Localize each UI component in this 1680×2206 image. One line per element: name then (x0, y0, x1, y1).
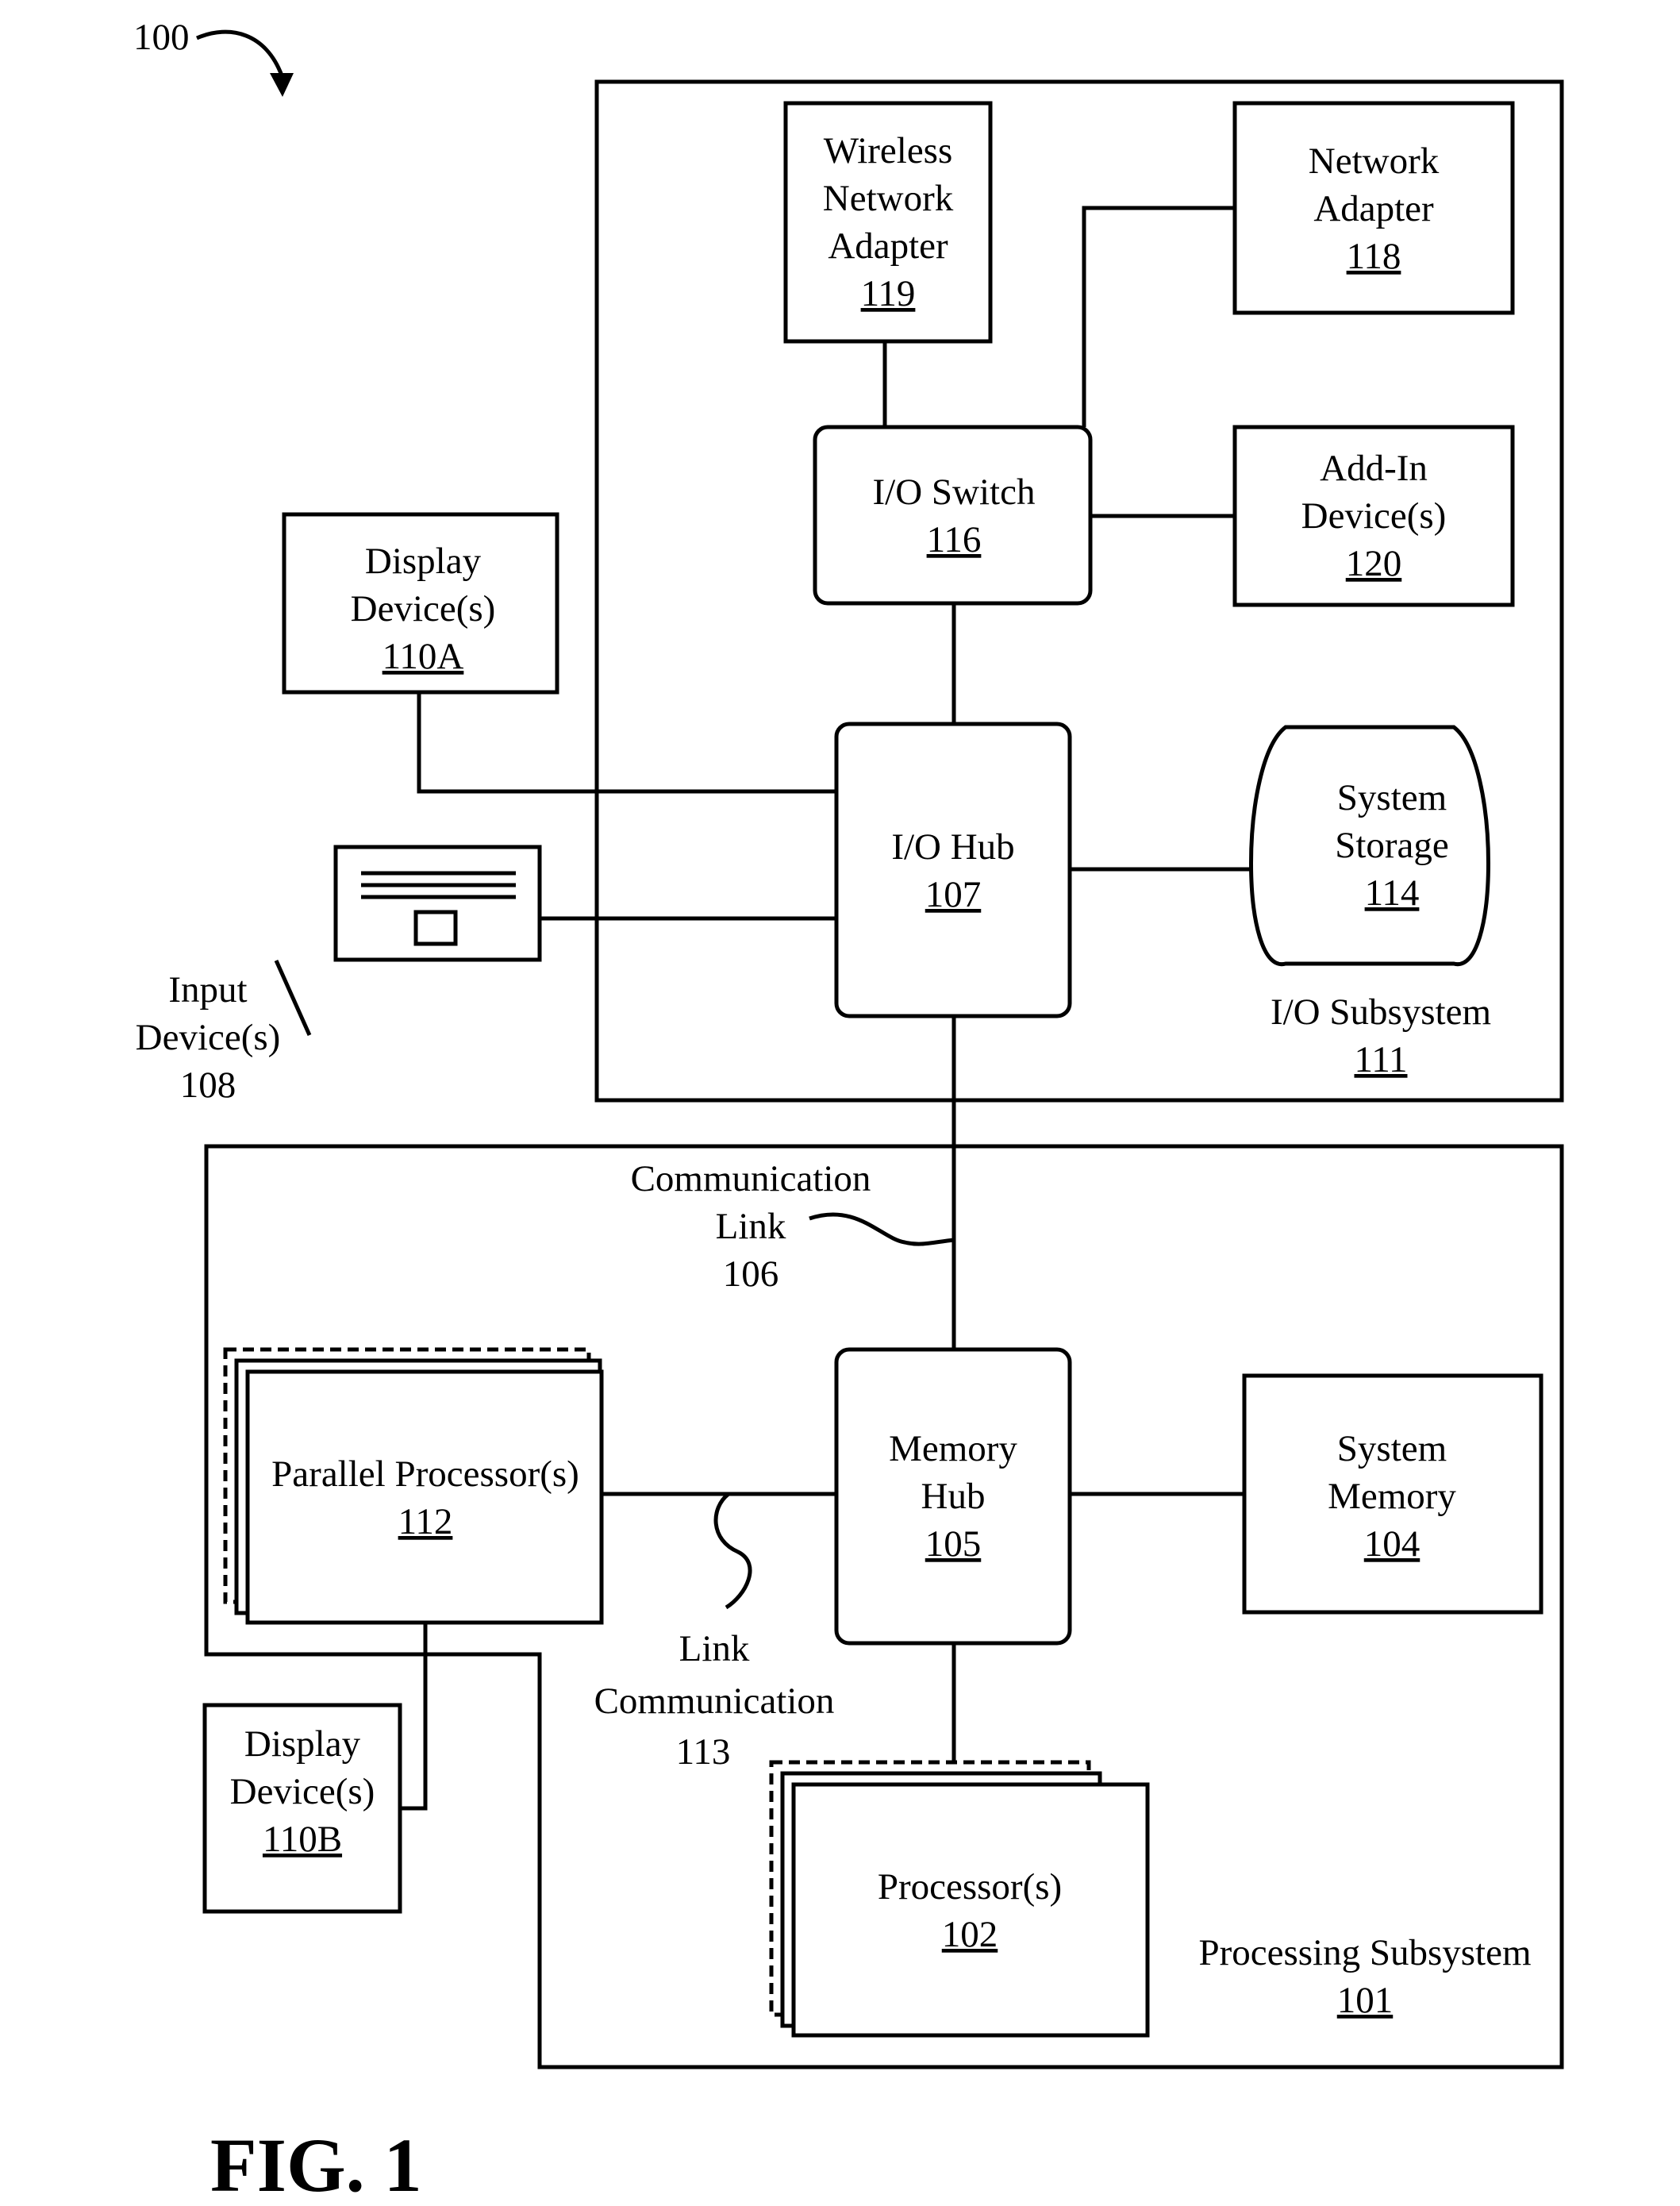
link-comm-ref: 113 (676, 1731, 731, 1773)
memory-hub: Memory Hub 105 (836, 1349, 1070, 1643)
input-device-icon (336, 847, 540, 960)
network-adapter: Network Adapter 118 (1235, 103, 1513, 313)
comm-link-line2: Link (716, 1206, 786, 1247)
input-devices-ref: 108 (180, 1065, 236, 1106)
link-comm-line1: Link (679, 1628, 750, 1669)
network-adapter-line1: Network (1309, 141, 1440, 182)
io-switch-ref: 116 (927, 519, 982, 560)
system-memory-ref: 104 (1364, 1523, 1421, 1565)
system-memory-line1: System (1337, 1428, 1447, 1469)
figure-label: FIG. 1 (210, 2123, 422, 2206)
system-storage: System Storage 114 (1251, 727, 1489, 964)
link-113-leader (716, 1494, 750, 1607)
figure-ref-arrow (197, 32, 294, 97)
parallel-to-display-b-line (402, 1622, 425, 1808)
network-adapter-ref: 118 (1347, 236, 1401, 277)
memory-hub-line1: Memory (889, 1428, 1017, 1469)
wireless-network-adapter: Wireless Network Adapter 119 (786, 103, 990, 341)
display-a-ref: 110A (383, 636, 464, 677)
system-storage-line2: Storage (1335, 825, 1449, 866)
io-hub: I/O Hub 107 (836, 724, 1070, 1016)
network-adapter-line2: Adapter (1313, 188, 1434, 229)
comm-link-line1: Communication (631, 1158, 871, 1199)
system-storage-line1: System (1337, 777, 1447, 818)
input-devices-line2: Device(s) (136, 1017, 281, 1058)
io-switch: I/O Switch 116 (815, 427, 1090, 603)
processing-subsystem-label: Processing Subsystem (1198, 1932, 1531, 1973)
system-storage-ref: 114 (1365, 872, 1420, 914)
wireless-adapter-line1: Wireless (824, 130, 953, 171)
display-device-a: Display Device(s) 110A (284, 514, 557, 692)
io-subsystem-label: I/O Subsystem (1271, 991, 1491, 1033)
comm-link-leader (809, 1215, 954, 1244)
display-device-b: Display Device(s) 110B (205, 1705, 400, 1911)
system-memory-line2: Memory (1328, 1476, 1456, 1517)
addin-devices: Add-In Device(s) 120 (1235, 427, 1513, 605)
processors-line1: Processor(s) (878, 1866, 1062, 1908)
display-b-ref: 110B (263, 1819, 342, 1860)
memory-hub-ref: 105 (925, 1523, 982, 1565)
parallel-processors-ref: 112 (398, 1501, 453, 1542)
memory-hub-line2: Hub (921, 1476, 986, 1517)
addin-devices-line2: Device(s) (1301, 495, 1447, 537)
input-devices-line1: Input (168, 969, 247, 1011)
io-hub-line1: I/O Hub (891, 826, 1014, 868)
figure-ref: 100 (133, 17, 190, 58)
comm-link-ref: 106 (723, 1253, 779, 1295)
display-a-line2: Device(s) (351, 588, 496, 629)
processors-ref: 102 (942, 1914, 998, 1955)
display-a-to-hub-line (419, 692, 836, 791)
parallel-processors: Parallel Processor(s) 112 (225, 1349, 602, 1623)
link-comm-line2: Communication (594, 1680, 835, 1722)
wireless-adapter-line3: Adapter (828, 225, 948, 267)
processing-subsystem-ref: 101 (1337, 1980, 1394, 2021)
addin-devices-ref: 120 (1346, 543, 1402, 584)
switch-to-network-adapter-line (1084, 208, 1235, 427)
parallel-processors-line1: Parallel Processor(s) (271, 1453, 579, 1495)
addin-devices-line1: Add-In (1320, 448, 1428, 489)
io-switch-line1: I/O Switch (873, 472, 1036, 513)
io-hub-ref: 107 (925, 874, 982, 915)
display-a-line1: Display (365, 541, 482, 582)
input-leader-line (276, 961, 309, 1035)
processors: Processor(s) 102 (771, 1762, 1148, 2035)
system-memory: System Memory 104 (1244, 1376, 1541, 1612)
wireless-adapter-ref: 119 (861, 273, 916, 314)
io-subsystem-ref: 111 (1354, 1039, 1407, 1080)
display-b-line1: Display (244, 1723, 361, 1765)
wireless-adapter-line2: Network (823, 178, 954, 219)
display-b-line2: Device(s) (230, 1771, 375, 1812)
